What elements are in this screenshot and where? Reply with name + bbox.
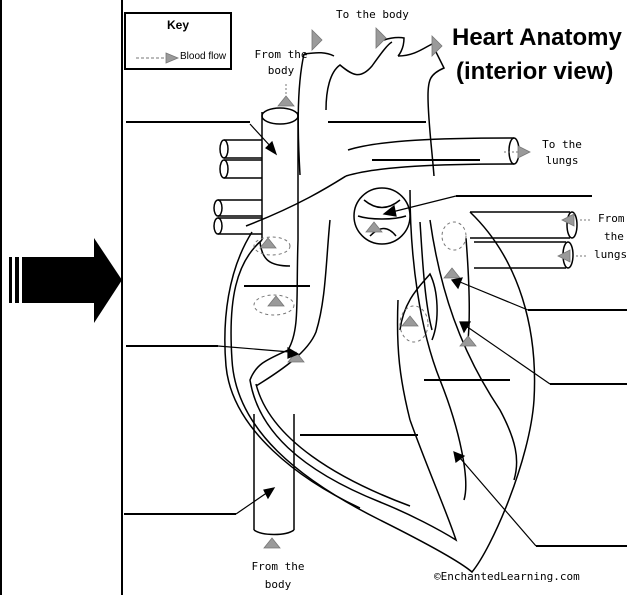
blood-flow-dashes — [286, 84, 592, 256]
label-from-the-body-top-2: body — [246, 64, 316, 78]
key-blood-flow-label: Blood flow — [180, 51, 226, 62]
answer-lines — [124, 122, 627, 546]
title-line-2: (interior view) — [456, 58, 613, 86]
pointer-arrows — [218, 124, 550, 546]
label-from-the-body-bottom-1: From the — [240, 560, 316, 574]
label-from-the-body-top-1: From the — [246, 48, 316, 62]
label-to-the-lungs-1: To the — [532, 138, 592, 152]
label-from-the-lungs-3: lungs — [594, 248, 627, 262]
right-arrow-icon — [9, 238, 122, 323]
key-box: Key Blood flow — [124, 12, 232, 70]
blood-flow-arrow-icon — [134, 52, 182, 64]
label-to-the-lungs-2: lungs — [532, 154, 592, 168]
label-from-the-lungs-2: the — [604, 230, 624, 244]
title-line-1: Heart Anatomy — [452, 24, 622, 52]
key-title: Key — [126, 18, 230, 32]
label-from-the-lungs-1: From — [598, 212, 625, 226]
valve-markers — [254, 222, 466, 342]
credit-text: ©EnchantedLearning.com — [434, 570, 580, 584]
label-to-the-body-top: To the body — [336, 8, 409, 22]
label-from-the-body-bottom-2: body — [240, 578, 316, 592]
